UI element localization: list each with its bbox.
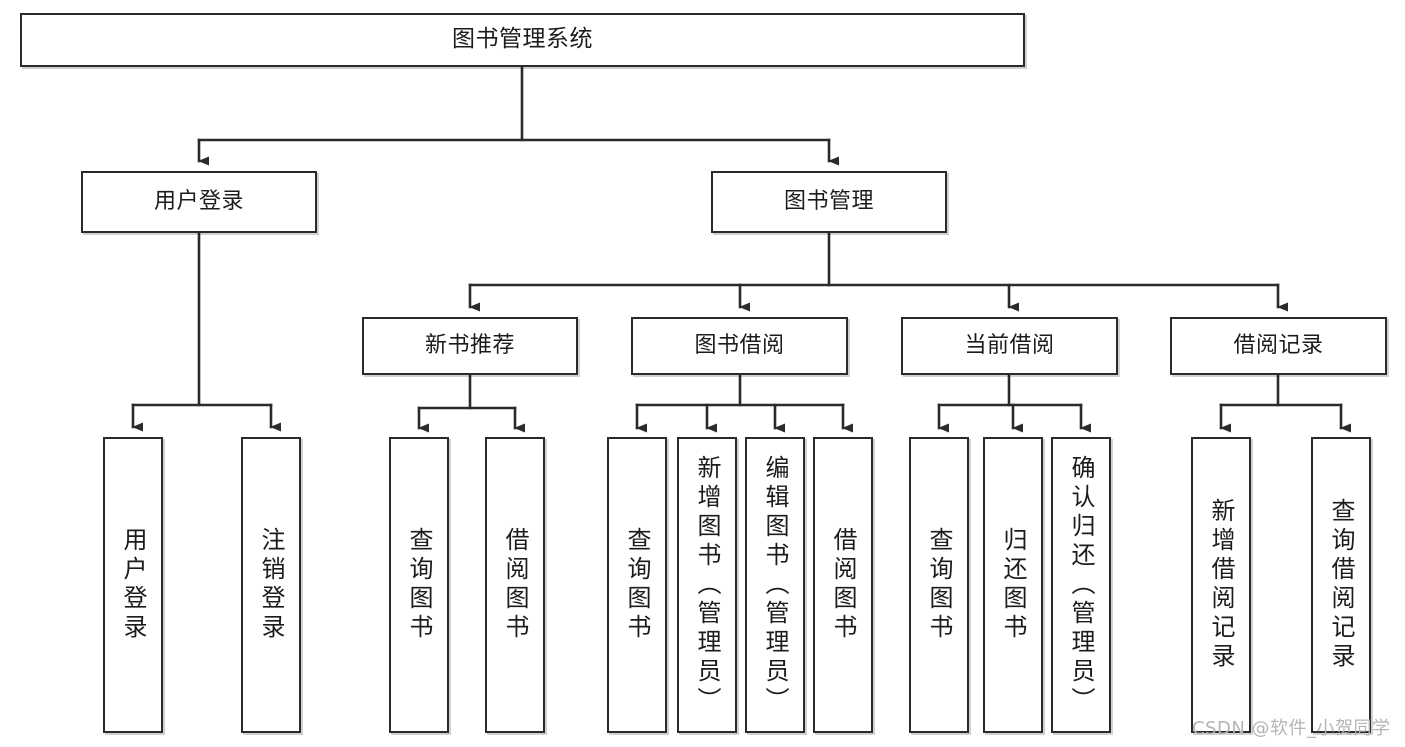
node-label: 新增借阅记录 — [1207, 498, 1236, 672]
node-leaf-edit-book-admin[interactable]: 编辑图书（管理员） — [745, 437, 805, 733]
node-current-borrow[interactable]: 当前借阅 — [901, 317, 1118, 375]
node-user-login[interactable]: 用户登录 — [81, 171, 317, 233]
node-label: 借阅图书 — [829, 527, 858, 643]
node-label: 借阅记录 — [1233, 332, 1324, 358]
node-root-system[interactable]: 图书管理系统 — [20, 13, 1025, 67]
node-leaf-borrow-book-2[interactable]: 借阅图书 — [813, 437, 873, 733]
node-label: 查询图书 — [623, 527, 652, 643]
node-label: 图书管理 — [783, 188, 874, 214]
node-label: 图书借阅 — [694, 332, 785, 358]
node-label: 用户登录 — [119, 527, 148, 643]
node-label: 查询图书 — [405, 527, 434, 643]
node-label: 确认归还（管理员） — [1067, 454, 1096, 716]
node-label: 归还图书 — [999, 527, 1028, 643]
node-leaf-confirm-return-admin[interactable]: 确认归还（管理员） — [1051, 437, 1111, 733]
node-new-book-recommend[interactable]: 新书推荐 — [362, 317, 578, 375]
node-leaf-add-borrow-record[interactable]: 新增借阅记录 — [1191, 437, 1251, 733]
node-book-borrow[interactable]: 图书借阅 — [631, 317, 848, 375]
node-label: 用户登录 — [153, 188, 244, 214]
watermark-text: CSDN @软件_小贺同学 — [1192, 718, 1391, 739]
node-leaf-query-book-3[interactable]: 查询图书 — [909, 437, 969, 733]
node-leaf-user-logout[interactable]: 注销登录 — [241, 437, 301, 733]
node-label: 查询借阅记录 — [1327, 498, 1356, 672]
node-book-manage[interactable]: 图书管理 — [711, 171, 947, 233]
node-label: 借阅图书 — [501, 527, 530, 643]
node-leaf-return-book[interactable]: 归还图书 — [983, 437, 1043, 733]
node-leaf-add-book-admin[interactable]: 新增图书（管理员） — [677, 437, 737, 733]
node-label: 新书推荐 — [424, 332, 515, 358]
node-label: 注销登录 — [257, 527, 286, 643]
node-borrow-record[interactable]: 借阅记录 — [1170, 317, 1387, 375]
node-label: 当前借阅 — [964, 332, 1055, 358]
node-label: 编辑图书（管理员） — [761, 454, 790, 716]
node-leaf-query-book-1[interactable]: 查询图书 — [389, 437, 449, 733]
node-label: 新增图书（管理员） — [693, 454, 722, 716]
node-label: 图书管理系统 — [452, 26, 593, 53]
node-leaf-query-borrow-record[interactable]: 查询借阅记录 — [1311, 437, 1371, 733]
node-leaf-user-login[interactable]: 用户登录 — [103, 437, 163, 733]
node-leaf-query-book-2[interactable]: 查询图书 — [607, 437, 667, 733]
node-leaf-borrow-book-1[interactable]: 借阅图书 — [485, 437, 545, 733]
node-label: 查询图书 — [925, 527, 954, 643]
